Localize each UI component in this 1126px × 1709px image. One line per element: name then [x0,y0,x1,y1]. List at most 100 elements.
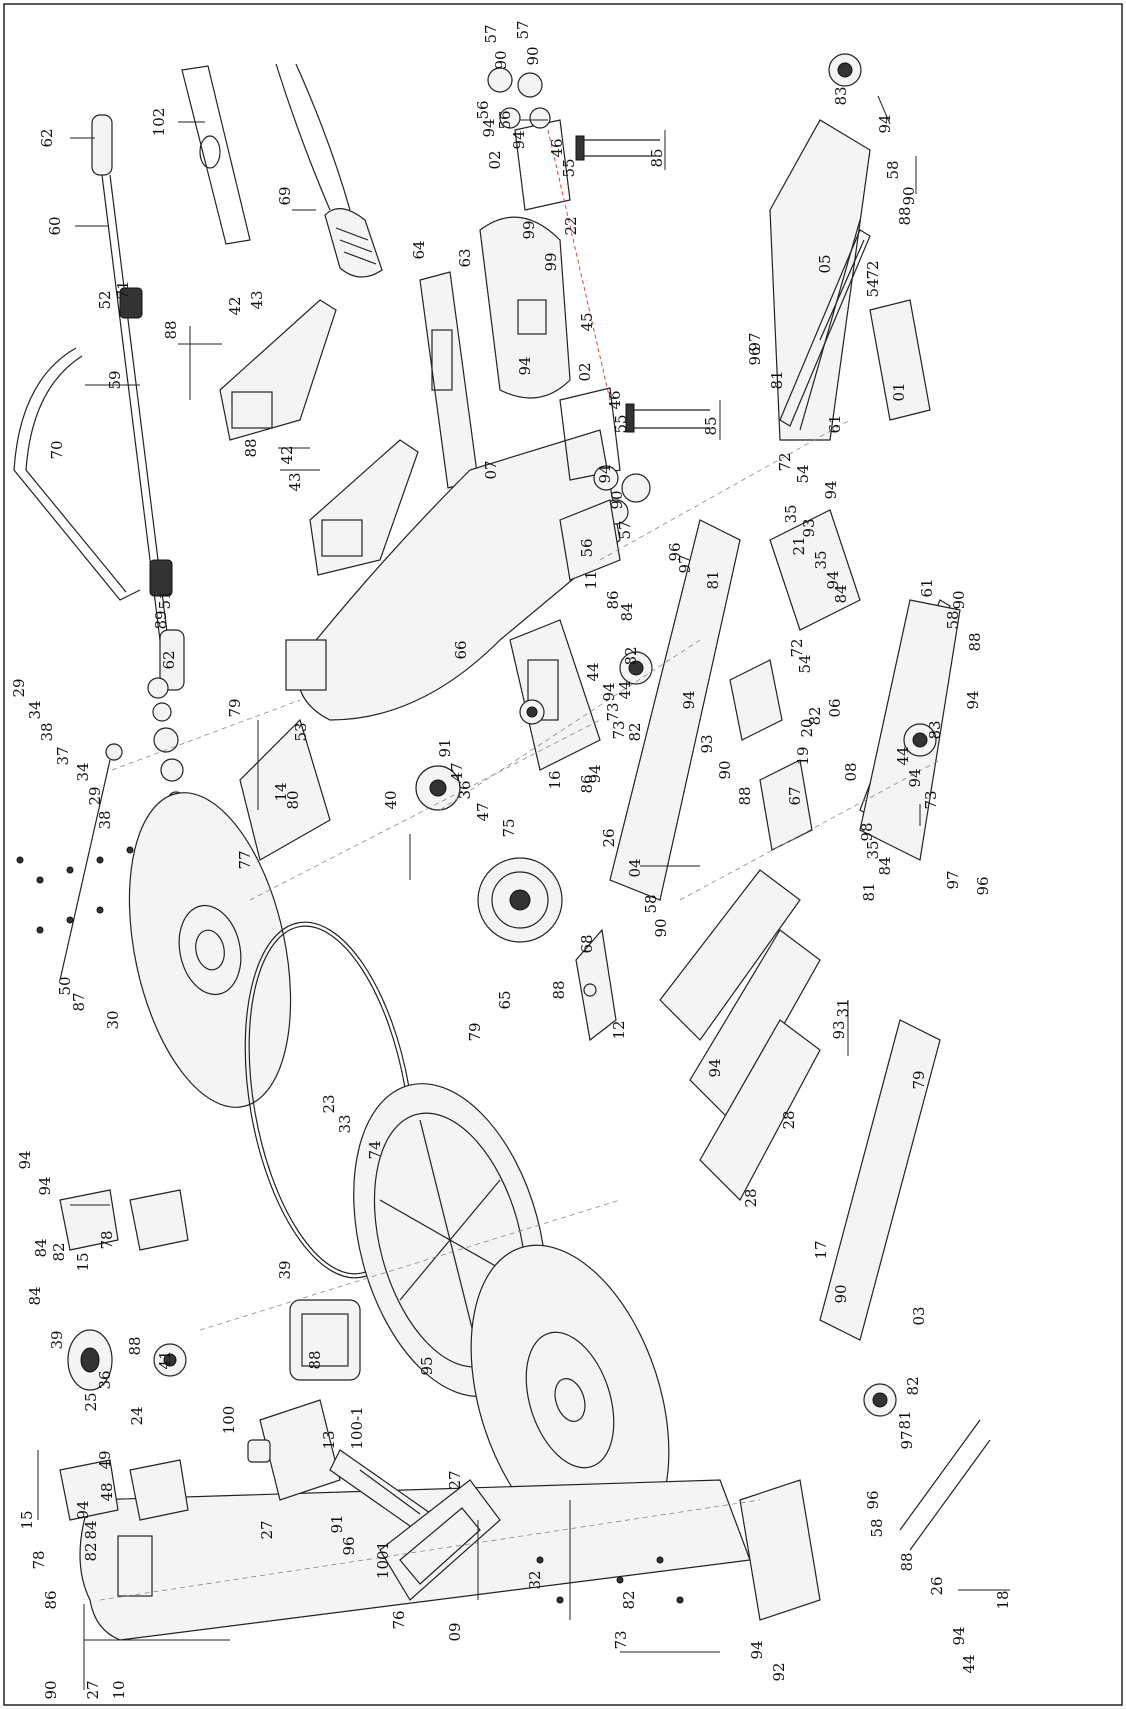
part-16-bracket [509,619,601,771]
part-102-bar [181,65,251,245]
part-label-99: 99 [542,252,560,271]
part-07-frame-plate [297,429,621,721]
part-label-81: 81 [704,570,722,589]
part-11-bracket [559,499,621,581]
part-label-97: 97 [676,554,694,573]
part-label-44: 44 [894,746,912,765]
part-69-handlebar [275,63,383,278]
part-label-94: 94 [586,764,604,783]
part-label-56: 56 [496,110,514,129]
part-label-88: 88 [550,980,568,999]
part-label-44: 44 [960,1654,978,1673]
part-label-88: 88 [306,1350,324,1369]
part-label-96: 96 [666,542,684,561]
part-44-wheel-center [619,651,653,685]
part-label-43: 43 [286,472,304,491]
part-label-25: 25 [82,1392,100,1411]
part-label-53: 53 [292,722,310,741]
part-label-94: 94 [596,464,614,483]
part-label-90: 90 [42,1680,60,1699]
part-label-83: 83 [926,720,944,739]
part-label-100: 100 [220,1406,238,1435]
part-screws [16,846,684,1604]
part-03-base-rail [819,1019,941,1341]
part-label-84: 84 [832,584,850,603]
part-label-94: 94 [906,768,924,787]
part-label-93: 93 [800,518,818,537]
part-label-84: 84 [26,1286,44,1305]
part-label-08: 08 [842,762,860,781]
part-30-flywheel [128,792,292,1108]
part-40-hub [415,765,461,811]
part-label-30: 30 [104,1010,122,1029]
part-label-82: 82 [806,706,824,725]
part-label-27: 27 [84,1680,102,1699]
part-label-79: 79 [226,698,244,717]
part-label-02: 02 [576,362,594,381]
part-label-90: 90 [900,186,918,205]
part-50-shaft [59,743,123,981]
part-label-40: 40 [382,790,400,809]
part-label-51: 51 [156,590,174,609]
part-label-94: 94 [74,1500,92,1519]
part-label-94: 94 [706,1058,724,1077]
part-label-21: 21 [790,536,808,555]
part-label-07: 07 [482,460,500,479]
part-label-73: 73 [604,702,622,721]
part-label-11: 11 [582,570,600,589]
part-label-57: 57 [514,20,532,39]
part-label-81: 81 [768,370,786,389]
part-label-20: 20 [798,718,816,737]
part-label-90: 90 [832,1284,850,1303]
part-43-bracket-upper [219,299,337,441]
part-label-88: 88 [162,320,180,339]
part-label-69: 69 [276,186,294,205]
part-label-90: 90 [950,590,968,609]
part-label-63: 63 [456,248,474,267]
part-label-80: 80 [284,790,302,809]
part-label-62: 62 [160,650,178,669]
part-label-35: 35 [782,504,800,523]
parts-layer [13,53,991,1641]
part-label-57: 57 [482,24,500,43]
part-label-47: 47 [474,802,492,821]
part-label-26: 26 [600,828,618,847]
part-label-96: 96 [746,346,764,365]
part-label-02: 02 [486,150,504,169]
part-label-94: 94 [480,118,498,137]
part-19-bracket [759,759,813,851]
part-label-90: 90 [716,760,734,779]
part-label-15: 15 [74,1252,92,1271]
part-label-34: 34 [26,700,44,719]
part-label-100-1: 100-1 [348,1406,366,1449]
part-label-55: 55 [612,414,630,433]
part-label-01: 01 [890,382,908,401]
part-label-96: 96 [340,1536,358,1555]
part-label-81: 81 [860,882,878,901]
part-label-27: 27 [446,1470,464,1489]
part-label-77: 77 [236,850,254,869]
part-67-slats [899,1419,991,1551]
part-44-wheel-bottom [863,1383,897,1417]
part-label-58: 58 [868,1518,886,1537]
part-label-52: 52 [96,290,114,309]
part-label-84: 84 [876,856,894,875]
part-label-56: 56 [474,100,492,119]
part-label-62: 62 [38,128,56,147]
part-label-19: 19 [794,746,812,765]
part-label-12: 12 [610,1020,628,1039]
part-label-82: 82 [50,1242,68,1261]
part-label-82: 82 [626,722,644,741]
part-label-41: 41 [156,1350,174,1369]
part-label-72: 72 [776,452,794,471]
part-label-34: 34 [74,762,92,781]
part-85-bolt-set-bottom [625,403,710,433]
part-63-cover [479,216,571,399]
part-label-45: 45 [578,312,596,331]
part-label-42: 42 [278,445,296,464]
part-label-03: 03 [910,1306,928,1325]
part-label-94: 94 [876,114,894,133]
part-label-94: 94 [16,1150,34,1169]
